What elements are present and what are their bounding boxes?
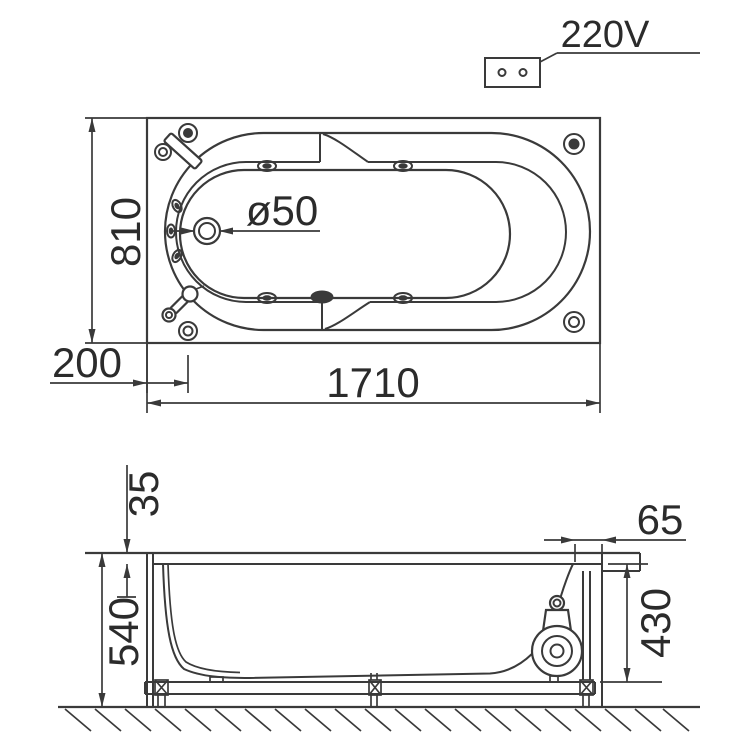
water-jet: [393, 160, 413, 172]
length-label: 1710: [326, 359, 419, 406]
drain-circle: [192, 216, 222, 246]
arrowhead: [98, 693, 106, 707]
water-jet: [393, 292, 413, 304]
outlet-body: [484, 57, 541, 88]
power-outlet-callout: 220V: [484, 14, 700, 88]
corner-screws: [154, 123, 585, 341]
corner-screw: [154, 143, 172, 161]
arrowhead: [98, 553, 106, 567]
faucet-icon: [163, 132, 203, 170]
basin-profile: [162, 563, 574, 680]
dimension-length: 1710: [146, 343, 601, 413]
corner-screw: [178, 123, 198, 143]
water-jet: [257, 160, 277, 172]
drain-diameter-label: ø50: [246, 187, 318, 234]
edge-offset-label: 65: [637, 496, 684, 543]
arrowhead: [561, 536, 575, 544]
outlet-symbol-icon: [484, 57, 541, 88]
corner-screw: [563, 311, 585, 333]
corner-screw: [178, 321, 198, 341]
leveling-foot: [154, 679, 169, 707]
dimension-drain-offset: 200: [50, 339, 189, 393]
dimension-rim-thickness: 35: [117, 465, 167, 598]
deck-seam-bottom: [321, 301, 371, 330]
tub-basin: [178, 168, 512, 300]
outlet-pin-hole: [497, 68, 507, 77]
leveling-feet: [154, 673, 594, 707]
arrowhead: [219, 227, 233, 235]
depth-label: 810: [102, 197, 149, 267]
overall-height-label: 540: [100, 597, 147, 667]
arrowhead: [133, 379, 147, 387]
massage-jets: [166, 160, 413, 304]
arrowhead: [586, 399, 600, 407]
deck-left-panel: [175, 161, 322, 303]
arrowhead: [88, 118, 96, 132]
arrowhead: [123, 539, 131, 553]
water-jet: [257, 292, 277, 304]
arrowhead: [174, 379, 188, 387]
leveling-foot: [579, 679, 594, 707]
arrowhead: [88, 329, 96, 343]
side-jet: [166, 223, 176, 239]
dimension-edge-offset: 65: [544, 496, 686, 562]
drain-circle-inner: [198, 222, 216, 240]
top-view: ø50: [50, 116, 602, 413]
dimension-apron-height: 430: [600, 563, 679, 683]
dimension-depth: 810: [85, 117, 149, 344]
dimension-overall-height: 540: [98, 553, 147, 707]
ground-hatch: [64, 708, 690, 732]
arrowhead: [623, 668, 631, 682]
drain-dimension: ø50: [172, 187, 320, 246]
deck-seam-top: [319, 133, 369, 163]
pump-foot: [549, 675, 559, 683]
pump-motor-icon: [530, 594, 584, 683]
deck-outline: [145, 116, 602, 345]
deck-right-panel: [368, 161, 567, 303]
apron-height-label: 430: [632, 588, 679, 658]
arrowhead: [623, 564, 631, 578]
power-voltage-label: 220V: [561, 14, 650, 56]
suction-outlet: [310, 290, 334, 304]
side-jet: [171, 198, 183, 214]
leveling-foot: [368, 673, 382, 707]
drain-offset-label: 200: [52, 339, 122, 386]
side-view: 540 35 65 430: [58, 465, 700, 732]
corner-screw: [563, 133, 585, 155]
arrowhead: [147, 399, 161, 407]
rim-thickness-label: 35: [120, 471, 167, 518]
side-jet: [171, 248, 183, 264]
leader-line-bend: [539, 52, 558, 63]
arrowhead: [181, 227, 195, 235]
outlet-pin-hole: [518, 68, 528, 77]
basin-profile-inner: [167, 563, 241, 674]
support-frame: [144, 553, 603, 707]
drain-lever-icon: [161, 285, 205, 323]
deck-panel-lines: [175, 133, 567, 330]
tub-rim: [163, 131, 592, 332]
arrowhead: [602, 536, 616, 544]
